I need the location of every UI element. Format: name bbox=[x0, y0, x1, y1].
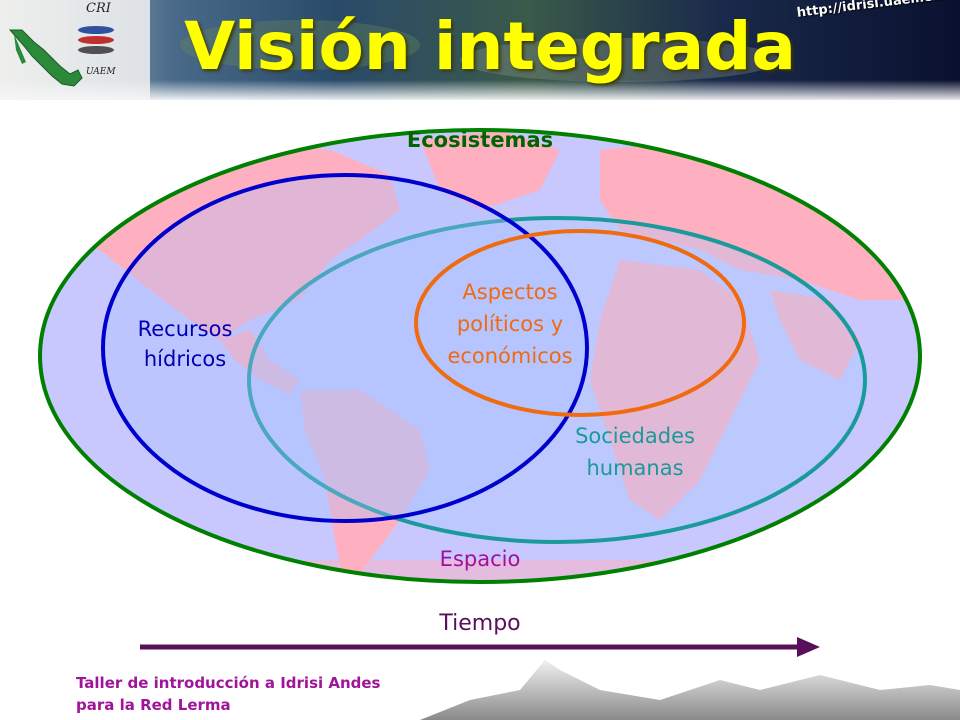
uaem-logo-text: UAEM bbox=[86, 67, 116, 77]
footer-line-1: Taller de introducción a Idrisi Andes bbox=[76, 674, 381, 692]
sociedades-label: Sociedades humanas bbox=[575, 424, 695, 480]
tiempo-arrow-head bbox=[797, 637, 820, 657]
espacio-label: Espacio bbox=[439, 547, 521, 571]
recursos-label: Recursos hídricos bbox=[137, 317, 233, 371]
footer-line-2: para la Red Lerma bbox=[76, 696, 231, 714]
footer-text: Taller de introducción a Idrisi Andes pa… bbox=[76, 672, 456, 716]
header-fade bbox=[0, 0, 960, 100]
aspectos-label: Aspectos políticos y económicos bbox=[447, 280, 573, 368]
ecosistemas-ellipse bbox=[38, 128, 922, 584]
aspectos-ellipse bbox=[414, 229, 746, 417]
ecosistemas-label: Ecosistemas bbox=[406, 128, 554, 152]
mexico-logo-icon bbox=[8, 29, 83, 87]
sociedades-ellipse bbox=[247, 216, 867, 544]
mountain-image bbox=[420, 660, 960, 720]
tiempo-label: Tiempo bbox=[439, 611, 521, 636]
slide-title: Visión integrada bbox=[184, 8, 796, 85]
recursos-ellipse bbox=[101, 173, 589, 523]
cri-logo-icon bbox=[78, 26, 114, 54]
cri-logo-text: CRI bbox=[86, 1, 111, 16]
